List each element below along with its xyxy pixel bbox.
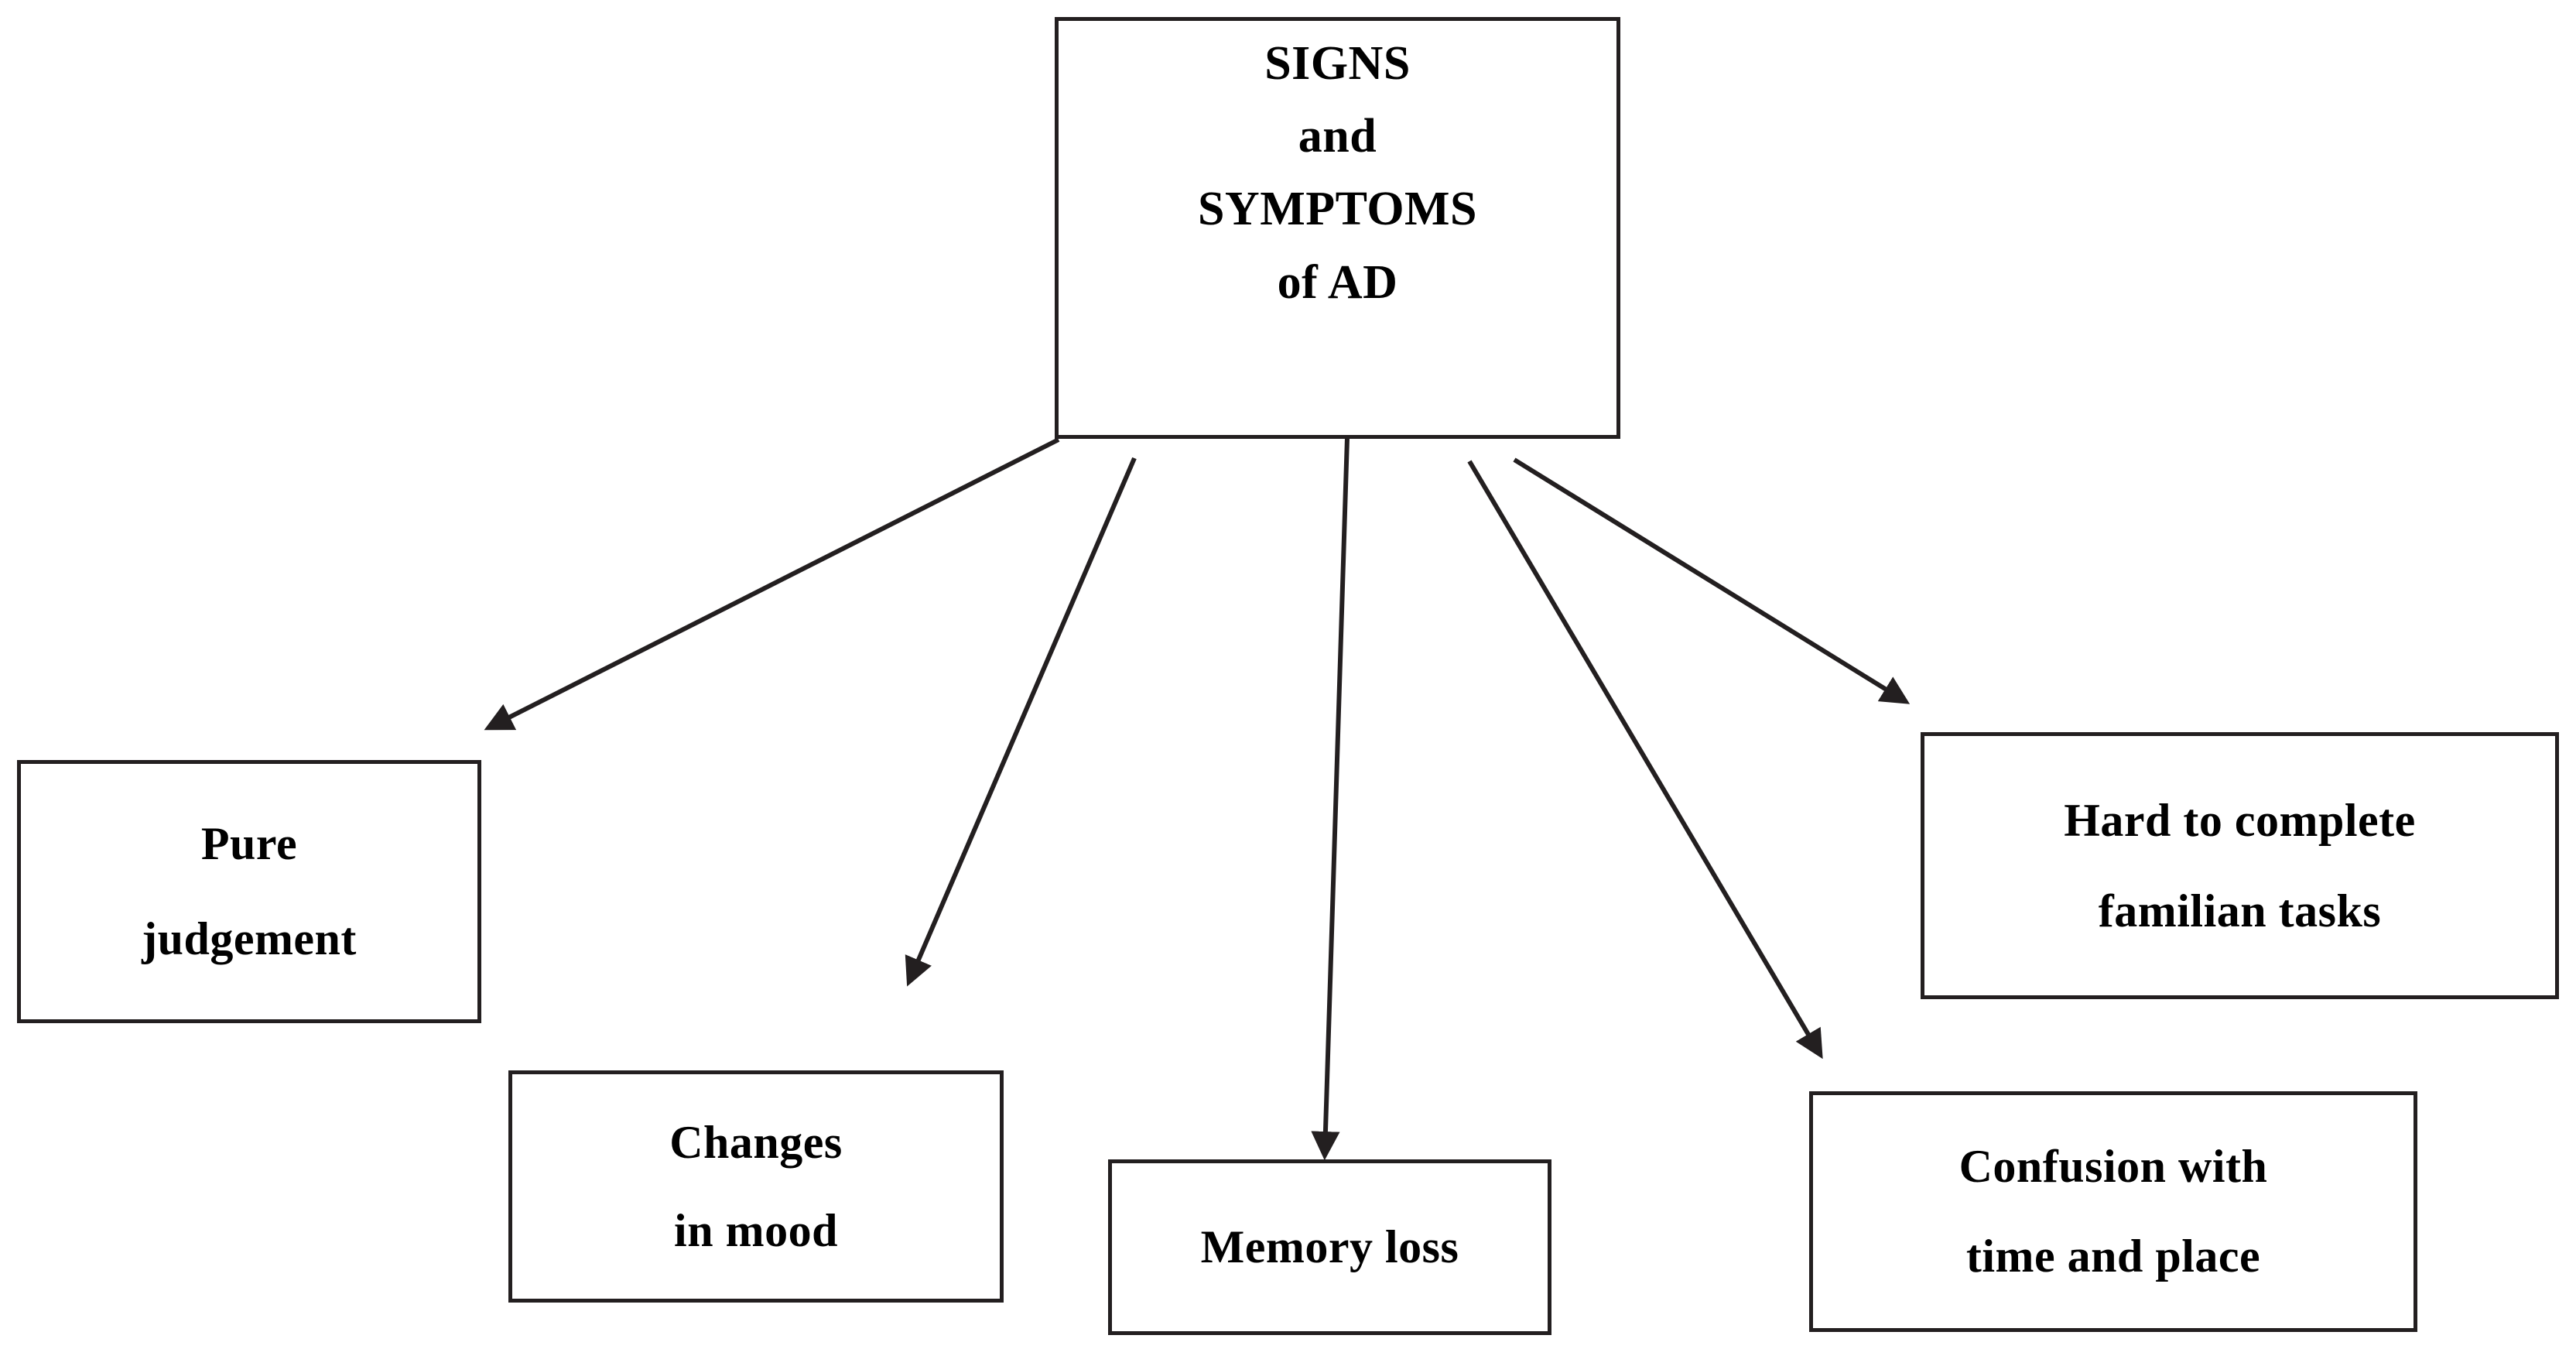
node-mood-line-2: in mood	[674, 1205, 838, 1256]
edge-root-to-tasks	[1513, 457, 1911, 704]
node-memory-loss[interactable]: Memory loss	[1108, 1159, 1551, 1335]
node-tasks-line-2: familian tasks	[2098, 885, 2382, 936]
node-changes-in-mood[interactable]: Changes in mood	[508, 1070, 1004, 1303]
node-signs-and-symptoms-of-ad[interactable]: SIGNS and SYMPTOMS of AD	[1055, 17, 1620, 439]
node-mood-line-1: Changes	[669, 1117, 843, 1168]
node-root-line-1: SIGNS	[1264, 37, 1411, 90]
node-confusion-line-1: Confusion with	[1959, 1141, 2268, 1193]
node-root-line-4: of AD	[1277, 255, 1398, 309]
node-confusion-line-2: time and place	[1965, 1230, 2261, 1282]
edge-root-to-memory	[1311, 437, 1350, 1161]
edge-root-to-confusion	[1467, 460, 1823, 1060]
node-root-line-3: SYMPTOMS	[1197, 183, 1478, 236]
edge-root-to-mood	[905, 457, 1137, 987]
node-pure-line-1: Pure	[200, 818, 298, 869]
node-confusion-with-time-and-place[interactable]: Confusion with time and place	[1809, 1091, 2417, 1332]
node-root-line-2: and	[1298, 110, 1377, 163]
node-pure-line-2: judgement	[142, 913, 357, 964]
node-hard-to-complete-familian-tasks[interactable]: Hard to complete familian tasks	[1921, 732, 2559, 999]
edge-root-to-pure	[484, 437, 1060, 731]
node-pure-judgement[interactable]: Pure judgement	[17, 760, 481, 1023]
node-memory-line-1: Memory loss	[1200, 1221, 1459, 1273]
node-tasks-line-1: Hard to complete	[2064, 794, 2416, 846]
